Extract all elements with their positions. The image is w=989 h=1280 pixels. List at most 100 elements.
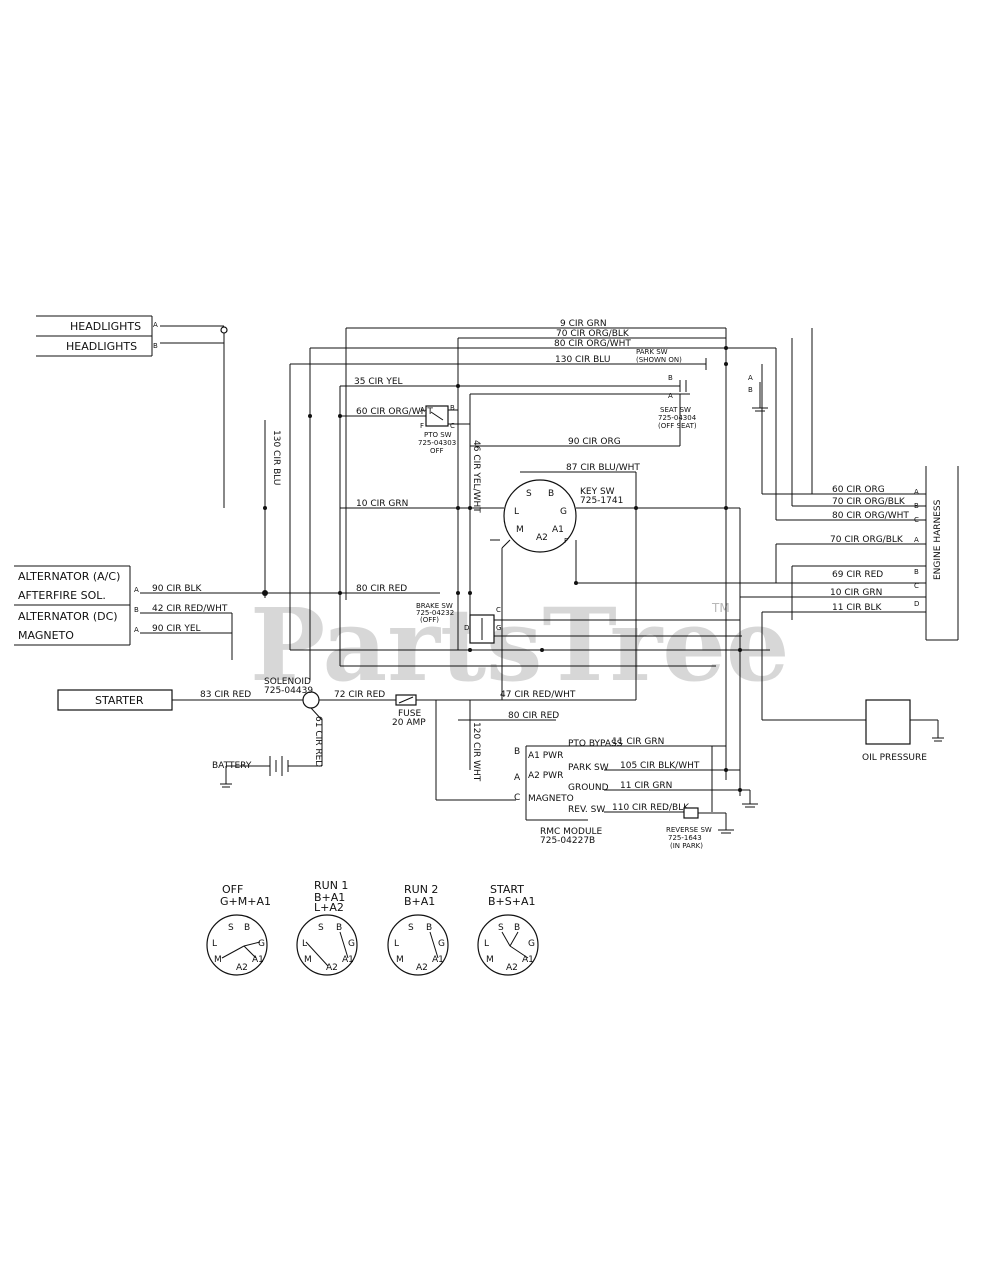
wire-label-w14: 83 CIR RED	[200, 690, 251, 700]
state-run1-title: RUN 1	[314, 879, 348, 892]
fuse-rating: 20 AMP	[392, 718, 426, 728]
starter-box: STARTER	[57, 689, 173, 711]
wire-label-w26: 10 CIR GRN	[830, 588, 882, 598]
wire-label-w6: 60 CIR ORG/WHT	[356, 407, 433, 417]
wire-label-w9: 10 CIR GRN	[356, 499, 408, 509]
oil-pressure: OIL PRESSURE	[862, 699, 944, 763]
reverse-sw-state: (IN PARK)	[670, 842, 703, 850]
eng-pin-3: A	[914, 536, 919, 544]
run1-a1: A1	[342, 955, 354, 965]
reverse-sw-part: 725-1643	[668, 834, 702, 842]
seat-pin-b: B	[668, 374, 673, 382]
alt-pin-a2: A	[134, 626, 139, 634]
state-run2-sub: B+A1	[404, 895, 435, 908]
run2-s: S	[408, 923, 414, 933]
key-term-s: S	[526, 489, 532, 499]
alternator-ac-label: ALTERNATOR (A/C)	[18, 570, 120, 583]
reverse-sw-label: REVERSE SW	[666, 826, 712, 834]
watermark: PartsTree	[250, 586, 790, 704]
watermark-tm: TM	[711, 601, 730, 615]
rmc-pin-b: B	[514, 747, 520, 757]
solenoid-part: 725-04439	[264, 686, 313, 696]
wire-label-w1: 9 CIR GRN	[560, 319, 607, 329]
brake-sw-label: BRAKE SW	[416, 602, 453, 610]
rmc-a1-pwr: A1 PWR	[528, 751, 563, 761]
wire-label-w4v: 130 CIR BLU	[271, 430, 281, 485]
key-term-l: L	[514, 507, 519, 517]
key-term-b: B	[548, 489, 554, 499]
start-s: S	[498, 923, 504, 933]
run2-l: L	[394, 939, 399, 949]
wire-label-w5: 35 CIR YEL	[354, 377, 403, 387]
brake-sw-state: (OFF)	[420, 616, 439, 624]
rmc-a2-pwr: A2 PWR	[528, 771, 563, 781]
wire-label-w20: 120 CIR WHT	[471, 722, 481, 782]
off-a1: A1	[252, 955, 264, 965]
eng-pin-6: D	[914, 600, 919, 608]
rmc-label: RMC MODULE	[540, 827, 603, 837]
state-off-sub: G+M+A1	[220, 895, 271, 908]
state-start-sub: B+S+A1	[488, 895, 536, 908]
alternator-connector: ALTERNATOR (A/C) AFTERFIRE SOL. ALTERNAT…	[14, 565, 139, 646]
park-sw-label: PARK SW	[636, 348, 668, 356]
run1-g: G	[348, 939, 355, 949]
key-term-m: M	[516, 525, 524, 535]
wire-label-w11: 80 CIR RED	[356, 584, 407, 594]
rmc-park-sw: PARK SW	[568, 763, 609, 773]
switch-state-run1: RUN 1 B+A1 L+A2 S B L G M A2 A1	[296, 879, 358, 976]
seat-sw-state: (OFF SEAT)	[658, 422, 697, 430]
ground-pin-b: B	[748, 386, 753, 394]
rmc-module: B A C A1 PWR A2 PWR MAGNETO PTO BYPASS P…	[514, 739, 713, 846]
run2-a1: A1	[432, 955, 444, 965]
start-m: M	[486, 955, 494, 965]
eng-pin-0: A	[914, 488, 919, 496]
key-term-a1: A1	[552, 525, 564, 535]
run1-m: M	[304, 955, 312, 965]
pto-sw-label: PTO SW	[424, 431, 452, 439]
reverse-switch: REVERSE SW 725-1643 (IN PARK)	[666, 807, 734, 850]
run1-b: B	[336, 923, 342, 933]
wire-label-w31: 110 CIR RED/BLK	[612, 803, 690, 813]
wire-label-w4: 130 CIR BLU	[555, 355, 610, 365]
eng-pin-5: C	[914, 582, 919, 590]
off-b: B	[244, 923, 250, 933]
wire-label-w16: 61 CIR RED	[313, 716, 323, 767]
run2-b: B	[426, 923, 432, 933]
key-term-a2: A2	[536, 533, 548, 543]
pto-switch: A B F C PTO SW 725-04303 OFF	[418, 404, 456, 455]
off-m: M	[214, 955, 222, 965]
off-g: G	[258, 939, 265, 949]
pto-sw-state: OFF	[430, 447, 444, 455]
state-run1-sub2: L+A2	[314, 901, 344, 914]
park-switch: PARK SW (SHOWN ON)	[636, 348, 682, 364]
wire-label-w10: 90 CIR BLK	[152, 584, 203, 594]
rmc-pto-bypass: PTO BYPASS	[568, 739, 623, 749]
wire-label-w28: 11 CIR GRN	[612, 737, 664, 747]
key-term-g: G	[560, 507, 567, 517]
headlights-pin-b: B	[153, 342, 158, 350]
start-a1: A1	[522, 955, 534, 965]
wire-label-w19: 46 CIR YEL/WHT	[471, 440, 481, 513]
off-l: L	[212, 939, 217, 949]
starter-label: STARTER	[95, 694, 144, 707]
brake-pin-g: G	[496, 624, 501, 632]
rmc-pin-c: C	[514, 793, 520, 803]
wire-label-w2: 70 CIR ORG/BLK	[556, 329, 630, 339]
battery: BATTERY	[212, 756, 322, 788]
state-run2-title: RUN 2	[404, 883, 438, 896]
wire-label-w13: 90 CIR YEL	[152, 624, 201, 634]
wire-label-w23: 80 CIR ORG/WHT	[832, 511, 909, 521]
wire-label-w22: 70 CIR ORG/BLK	[832, 497, 906, 507]
run1-l: L	[302, 939, 307, 949]
start-l: L	[484, 939, 489, 949]
key-term-f: F	[564, 537, 568, 545]
junction-dots	[308, 346, 742, 792]
wire-label-w18: 80 CIR RED	[508, 711, 559, 721]
wire-label-w17: 47 CIR RED/WHT	[500, 690, 576, 700]
state-run1-sub1: B+A1	[314, 891, 345, 904]
headlights-label-2: HEADLIGHTS	[66, 340, 137, 353]
run2-a2: A2	[416, 963, 428, 973]
wire-label-w15: 72 CIR RED	[334, 690, 385, 700]
alt-pin-b: B	[134, 606, 139, 614]
rmc-rev-sw: REV. SW	[568, 805, 605, 815]
